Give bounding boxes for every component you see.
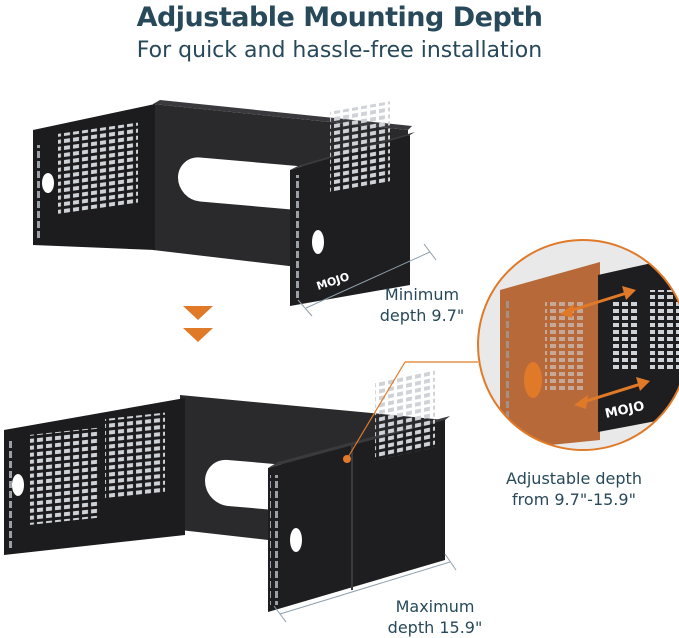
page-title: Adjustable Mounting Depth [136, 2, 543, 33]
chevron-down-icon [183, 306, 213, 342]
zoom-detail-circle: MOJO [477, 239, 679, 451]
callout-line [346, 361, 406, 460]
bracket-maximum-depth [4, 367, 457, 623]
adjustable-depth-label: Adjustable depth from 9.7"-15.9" [506, 469, 642, 509]
page-subtitle: For quick and hassle-free installation [136, 38, 543, 63]
minimum-depth-label: Minimum depth 15.9" depth 9.7" [379, 285, 465, 325]
bracket-minimum-depth: MOJO [33, 100, 437, 317]
maximum-depth-label: Maximum depth 15.9" [387, 597, 483, 637]
